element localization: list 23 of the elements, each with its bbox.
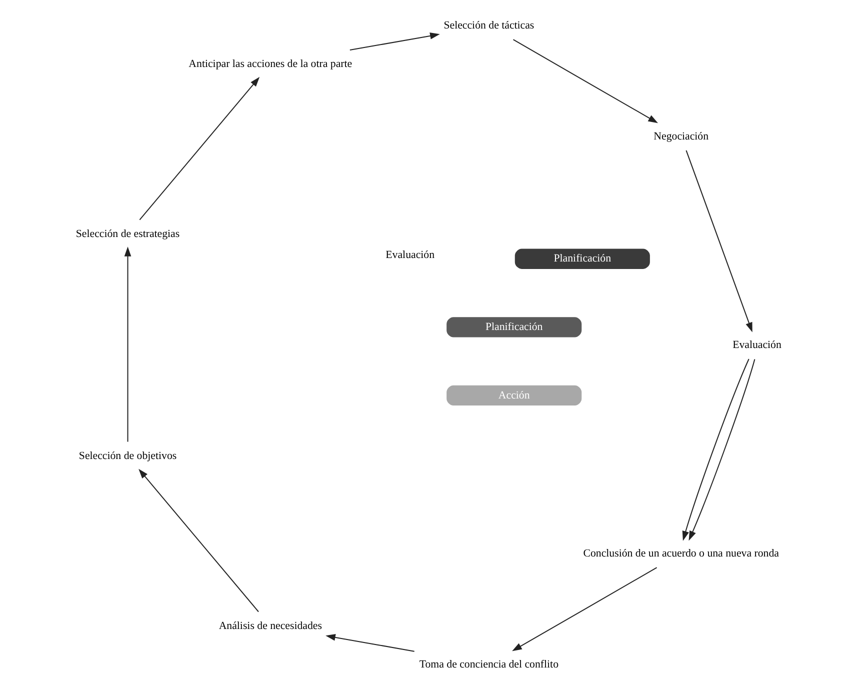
arrow xyxy=(682,358,749,541)
arrow xyxy=(124,246,131,442)
node-text: Conclusión de un acuerdo o una nueva ronda xyxy=(582,547,778,560)
node-box: Planificación xyxy=(446,317,582,338)
arrow xyxy=(138,468,258,612)
arrow xyxy=(512,39,658,124)
arrow xyxy=(138,76,260,220)
node-box: Acción xyxy=(446,385,582,406)
node-text: Evaluación xyxy=(732,338,781,351)
arrow xyxy=(688,359,755,541)
node-text: Selección de objetivos xyxy=(78,450,176,462)
arrow xyxy=(325,634,414,652)
label: Evaluación xyxy=(385,248,434,261)
node-text: Toma de conciencia del conflito xyxy=(418,658,558,670)
node-text: Negociación xyxy=(653,130,708,142)
node-text: Anticipar las acciones de la otra parte xyxy=(188,58,352,70)
node-text: Selección de estrategias xyxy=(75,228,180,240)
node-box: Planificación xyxy=(514,248,650,269)
node-text: Análisis de necesidades xyxy=(218,620,322,632)
arrow xyxy=(349,32,440,51)
arrow xyxy=(512,567,657,652)
arrow xyxy=(685,150,752,332)
node-text: Selección de tácticas xyxy=(443,19,534,32)
